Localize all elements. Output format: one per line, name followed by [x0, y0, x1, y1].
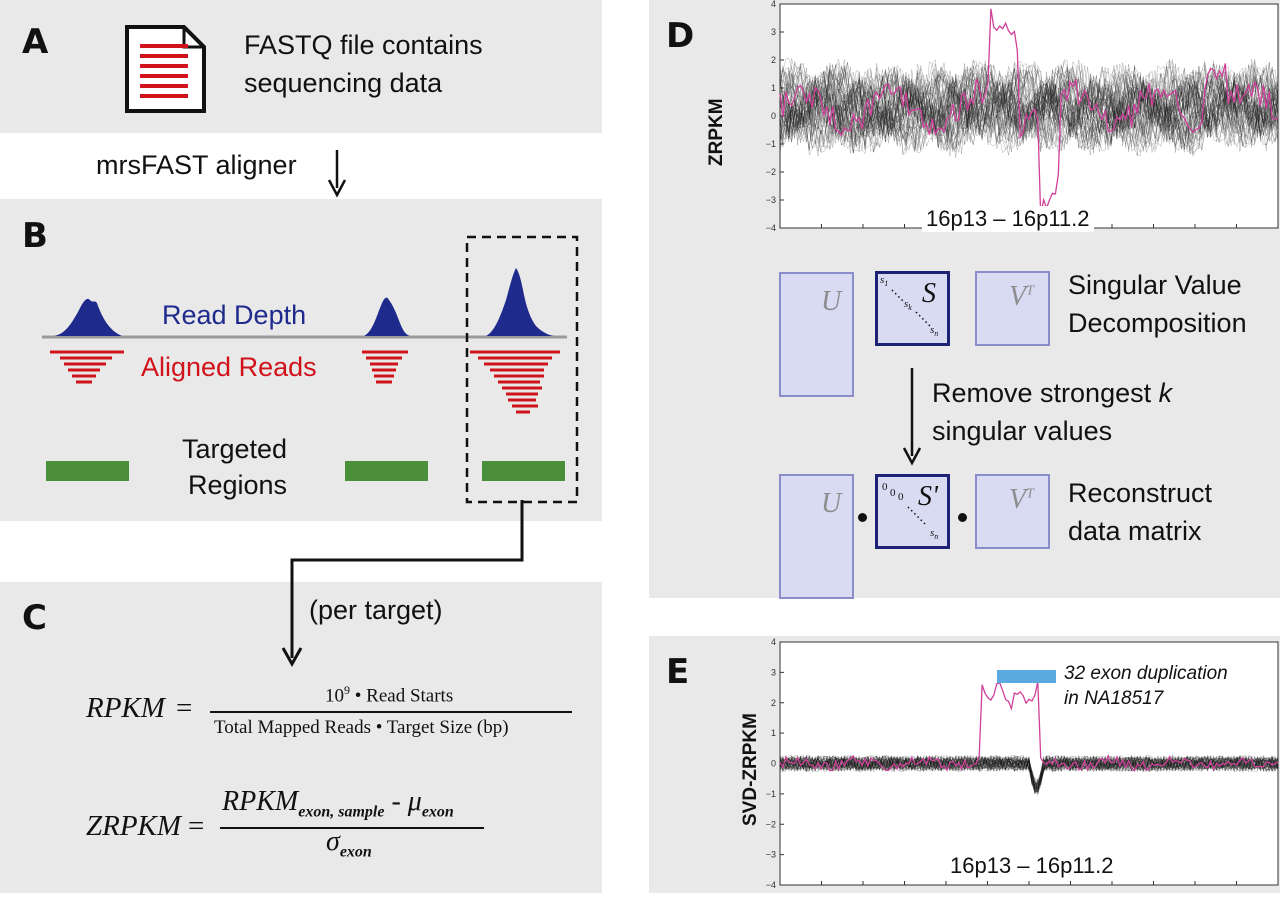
panel-a-text-line1: FASTQ file contains — [244, 30, 483, 60]
rpkm-lhs: RPKM — [86, 692, 165, 724]
rpkm-num-base: 10 — [325, 685, 344, 707]
matrix-s-sn: sn — [930, 324, 939, 339]
matrix-u-reconstructed: U — [779, 474, 854, 599]
plot-e-svg: 4 3 2 1 0 −1 −2 −3 −4 — [766, 637, 1279, 890]
plot-e: 4 3 2 1 0 −1 −2 −3 −4 — [740, 637, 1280, 893]
target-region-bar — [345, 461, 428, 481]
multiply-dot — [858, 513, 867, 522]
targeted-regions-line1: Targeted — [182, 434, 288, 464]
svg-text:0: 0 — [771, 759, 776, 769]
zrpkm-equals: = — [188, 810, 205, 842]
matrix-s-prime-zeros: 0 — [882, 481, 889, 493]
targeted-regions-line2: Regions — [188, 470, 288, 500]
matrix-s-prime-letter: S' — [918, 481, 938, 512]
remove-label-line2: singular values — [932, 416, 1113, 446]
panel-a-background — [0, 0, 602, 133]
aligned-reads-label: Aligned Reads — [141, 352, 317, 382]
annotation-line1: 32 exon duplication — [1064, 663, 1228, 684]
duplication-marker — [997, 670, 1056, 683]
plot-d-svg: 4 3 2 1 0 −1 −2 −3 −4 — [766, 0, 1279, 233]
svg-text:2: 2 — [771, 55, 776, 65]
matrix-vt-letter: VT — [1009, 484, 1034, 515]
target-region-bar — [482, 461, 565, 481]
zrpkm-numerator: RPKMexon, sample - μexon — [222, 786, 454, 822]
matrix-s-prime-sn: sn — [930, 527, 939, 542]
remove-k: k — [1158, 378, 1173, 408]
panel-d-label: D — [666, 16, 695, 56]
matrix-s-prime-zeros: 0 — [898, 491, 904, 503]
rpkm-equals: = — [176, 692, 193, 724]
zrpkm-num-main: RPKM — [222, 786, 299, 817]
svg-text:3: 3 — [771, 27, 776, 37]
multiply-dot — [958, 513, 967, 522]
svg-text:1: 1 — [771, 728, 776, 738]
svg-text:−2: −2 — [766, 167, 776, 177]
zrpkm-den-sigma: σ — [326, 826, 340, 857]
svg-text:2: 2 — [771, 698, 776, 708]
svg-text:−1: −1 — [766, 139, 776, 149]
matrix-s-prime: S' 0 0 0 sn — [875, 474, 950, 549]
matrix-s-s1: s1 — [880, 274, 889, 289]
rpkm-denominator: Total Mapped Reads • Target Size (bp) — [214, 717, 509, 738]
rpkm-numerator: 109 • Read Starts — [325, 683, 453, 707]
panel-a-text-line2: sequencing data — [244, 68, 443, 98]
zrpkm-fraction-bar — [220, 827, 484, 829]
zrpkm-num-mu: μ — [407, 786, 422, 817]
plot-d-ylabel: ZRPKM — [706, 98, 727, 166]
svg-text:4: 4 — [771, 638, 776, 647]
svg-text:0: 0 — [771, 111, 776, 121]
zrpkm-num-sub: exon, sample — [298, 803, 385, 821]
document-icon — [124, 24, 208, 114]
remove-label-line1: Remove strongest k — [932, 378, 1173, 408]
svg-text:4: 4 — [771, 0, 776, 9]
zrpkm-lhs: ZRPKM — [86, 810, 182, 842]
matrix-vt: VT — [975, 271, 1050, 346]
svd-label-line1: Singular Value — [1068, 270, 1242, 300]
matrix-u: U — [779, 272, 854, 397]
rpkm-fraction-bar — [210, 711, 572, 713]
svg-text:−3: −3 — [766, 195, 776, 205]
zrpkm-num-minus: - — [384, 786, 408, 817]
matrix-u-letter: U — [821, 488, 842, 519]
reconstruct-label-line1: Reconstruct — [1068, 478, 1213, 508]
plot-d-region: 16p13 – 16p11.2 — [922, 206, 1094, 232]
rpkm-num-rest: • Read Starts — [350, 685, 454, 707]
matrix-s-prime-zeros: 0 — [890, 487, 896, 499]
svg-text:−4: −4 — [766, 880, 776, 890]
matrix-s: S s1 sk sn — [875, 271, 950, 346]
annotation-line2: in NA18517 — [1064, 688, 1164, 709]
aligner-label: mrsFAST aligner — [96, 150, 297, 180]
svg-text:3: 3 — [771, 667, 776, 677]
panel-e-label: E — [666, 652, 690, 692]
matrix-vt-reconstructed: VT — [975, 474, 1050, 549]
plot-d: 4 3 2 1 0 −1 −2 −3 −4 — [740, 0, 1280, 236]
rpkm-num-exp: 9 — [344, 683, 350, 697]
svg-text:−1: −1 — [766, 789, 776, 799]
svg-text:−4: −4 — [766, 223, 776, 233]
matrix-u-letter: U — [821, 286, 842, 317]
plot-e-region: 16p13 – 16p11.2 — [946, 853, 1118, 879]
matrix-s-sk: sk — [904, 298, 912, 313]
svg-text:−3: −3 — [766, 850, 776, 860]
matrix-s-letter: S — [922, 278, 936, 309]
reconstruct-label-line2: data matrix — [1068, 516, 1202, 546]
zrpkm-den-sub: exon — [339, 843, 372, 861]
panel-a-label: A — [22, 22, 49, 62]
zrpkm-num-mu-sub: exon — [421, 803, 454, 821]
per-target-label: (per target) — [309, 595, 443, 625]
svg-text:−2: −2 — [766, 819, 776, 829]
svd-label-line2: Decomposition — [1068, 308, 1247, 338]
plot-e-ylabel: SVD-ZRPKM — [740, 713, 761, 826]
svg-text:1: 1 — [771, 83, 776, 93]
target-region-bar — [46, 461, 129, 481]
matrix-vt-letter: VT — [1009, 281, 1034, 312]
panel-b-label: B — [22, 216, 48, 256]
panel-c-label: C — [22, 598, 47, 638]
read-depth-label: Read Depth — [162, 300, 307, 330]
zrpkm-denominator: σexon — [326, 826, 372, 862]
